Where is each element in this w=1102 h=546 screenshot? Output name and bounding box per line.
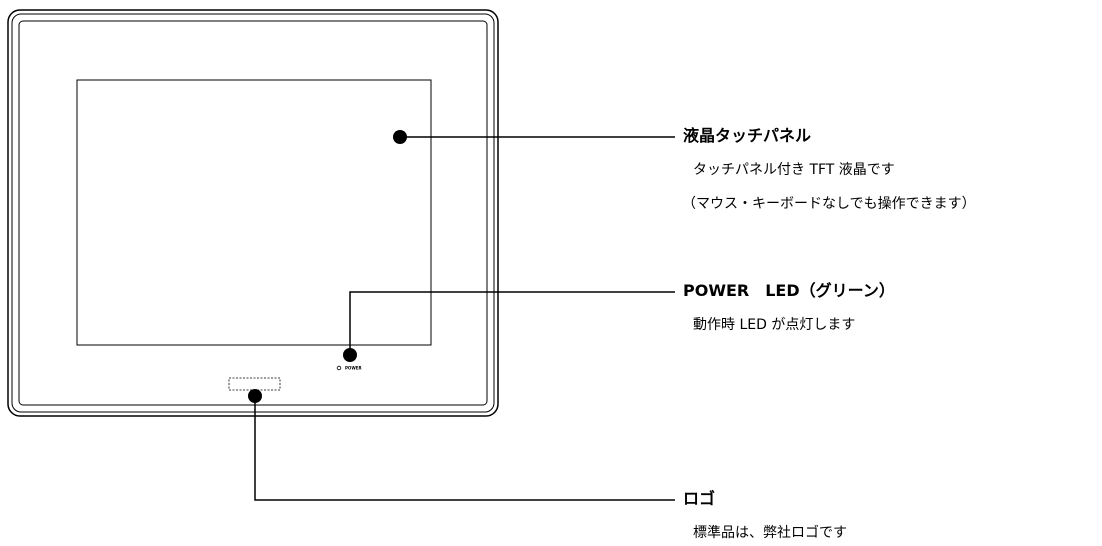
logo-title: ロゴ bbox=[683, 489, 716, 508]
bezel-outer-frame-inner-line bbox=[11, 13, 495, 413]
power-led-marker-text: POWER bbox=[345, 366, 362, 371]
power-led-callout-dot bbox=[343, 348, 357, 362]
logo-area bbox=[228, 377, 281, 391]
power-led-desc-line-1: 動作時 LED が点灯します bbox=[693, 317, 856, 333]
power-led-leader-line bbox=[349, 291, 675, 355]
logo-desc-line-1: 標準品は、弊社ロゴです bbox=[693, 525, 847, 541]
touch-panel-callout-dot bbox=[393, 130, 407, 144]
logo-callout-dot bbox=[248, 389, 262, 403]
touch-panel-title: 液晶タッチパネル bbox=[683, 126, 812, 145]
power-led-indicator bbox=[336, 365, 342, 371]
bezel-inner-frame bbox=[18, 20, 488, 406]
logo-leader-line bbox=[254, 396, 675, 501]
touch-panel-desc-line-1: タッチパネル付き TFT 液晶です bbox=[693, 162, 895, 178]
power-led-title: POWER LED（グリーン） bbox=[683, 281, 895, 300]
bezel-outer-frame bbox=[7, 9, 499, 417]
touch-panel-desc-line-2: （マウス・キーボードなしでも操作できます） bbox=[682, 196, 976, 212]
lcd-screen bbox=[76, 79, 432, 346]
